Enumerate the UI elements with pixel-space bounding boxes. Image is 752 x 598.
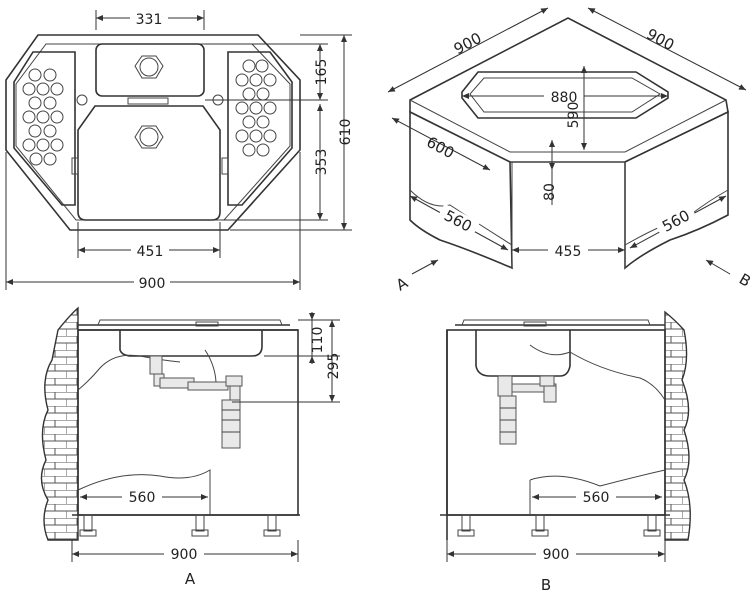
plumbing-a [149, 349, 243, 449]
sink-outline [5, 34, 301, 231]
plumbing-b [497, 375, 557, 445]
view-a-arrow [411, 259, 439, 275]
caption-b: B [541, 576, 551, 594]
isometric-view: 900 900 880 590 600 80 560 560 455 A [387, 7, 752, 294]
dim-165: 165 [314, 59, 330, 86]
legs-b [457, 514, 661, 537]
dim-560-b: 560 [583, 490, 610, 506]
brick-wall-a [40, 306, 79, 541]
right-drainer [227, 51, 293, 206]
dim-353: 353 [314, 149, 330, 176]
iso-dim-880: 880 [551, 90, 578, 106]
dim-451: 451 [137, 244, 164, 260]
iso-dim-80: 80 [542, 183, 558, 201]
iso-dim-455: 455 [555, 244, 582, 260]
dim-295: 295 [326, 353, 342, 380]
left-drainer [13, 51, 76, 206]
drainer-holes-left [22, 68, 64, 166]
drainer-holes-right [235, 59, 277, 157]
view-b-arrow [705, 259, 731, 275]
dim-900-top: 900 [139, 276, 166, 292]
bowl-a [119, 330, 263, 357]
side-view-b: 560 900 B [440, 310, 691, 594]
iso-dim-900-left: 900 [451, 29, 485, 58]
dim-110: 110 [310, 327, 326, 354]
large-bowl [77, 105, 221, 221]
iso-dim-900-right: 900 [643, 25, 677, 54]
top-view: 331 165 353 610 451 900 [5, 10, 354, 292]
view-b-arrow-label: B [736, 270, 752, 291]
brick-wall-b [664, 310, 691, 541]
small-bowl [95, 43, 205, 97]
dim-560-a: 560 [129, 490, 156, 506]
bowl-b [475, 330, 571, 377]
dim-331: 331 [136, 12, 163, 28]
legs-a [79, 514, 281, 537]
dim-900-b: 900 [543, 547, 570, 563]
dim-610: 610 [338, 119, 354, 146]
iso-dim-590: 590 [566, 102, 582, 129]
view-a-arrow-label: A [393, 273, 412, 294]
caption-a: A [185, 570, 196, 588]
dim-900-a: 900 [171, 547, 198, 563]
side-view-a: 110 295 560 900 A [40, 306, 342, 588]
